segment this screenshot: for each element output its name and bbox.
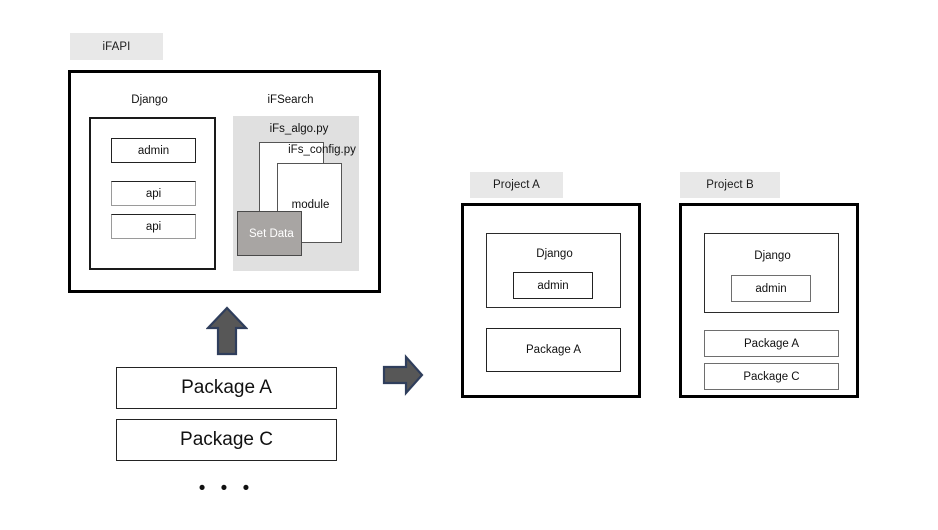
up-arrow (206, 306, 248, 356)
ifs-config-label: iFs_config.py (288, 144, 356, 156)
ifapi-tab[interactable]: iFAPI (70, 33, 163, 60)
ifapi-container: Django iFSearch admin api api iFs_algo.p… (68, 70, 381, 293)
project-b-package-c[interactable]: Package C (704, 363, 839, 390)
project-b-django-caption: Django (754, 250, 791, 262)
ifapi-django-item-api-2[interactable]: api (111, 214, 196, 239)
project-b-package-a[interactable]: Package A (704, 330, 839, 357)
project-a-django-item-admin[interactable]: admin (513, 272, 593, 299)
project-b-django-panel: Django admin (704, 233, 839, 313)
ifs-module-label: module (291, 199, 330, 211)
package-bar-a[interactable]: Package A (116, 367, 337, 409)
ifapi-django-item-admin[interactable]: admin (111, 138, 196, 163)
project-b-container: Django admin Package A Package C (679, 203, 859, 398)
ifapi-ifsearch-panel: iFs_algo.py iFs_config.py module Set Dat… (233, 116, 359, 271)
project-a-django-panel: Django admin (486, 233, 621, 308)
ifapi-django-caption: Django (131, 94, 168, 106)
right-arrow (382, 354, 424, 396)
ifapi-tab-label: iFAPI (102, 40, 131, 53)
project-a-tab[interactable]: Project A (470, 172, 563, 198)
project-a-tab-label: Project A (493, 179, 540, 191)
project-a-package-a[interactable]: Package A (486, 328, 621, 372)
ifs-algo-label: iFs_algo.py (269, 123, 329, 135)
ifapi-django-panel: admin api api (89, 117, 216, 270)
project-b-tab-label: Project B (706, 179, 754, 191)
ifs-set-data-box[interactable]: Set Data (237, 211, 302, 256)
project-b-django-item-admin[interactable]: admin (731, 275, 811, 302)
ifapi-ifsearch-caption: iFSearch (267, 94, 314, 106)
packages-ellipsis: • • • (198, 478, 255, 499)
project-a-container: Django admin Package A (461, 203, 641, 398)
ifapi-django-item-api-1[interactable]: api (111, 181, 196, 206)
project-b-tab[interactable]: Project B (680, 172, 780, 198)
project-a-django-caption: Django (536, 248, 573, 260)
package-bar-c[interactable]: Package C (116, 419, 337, 461)
